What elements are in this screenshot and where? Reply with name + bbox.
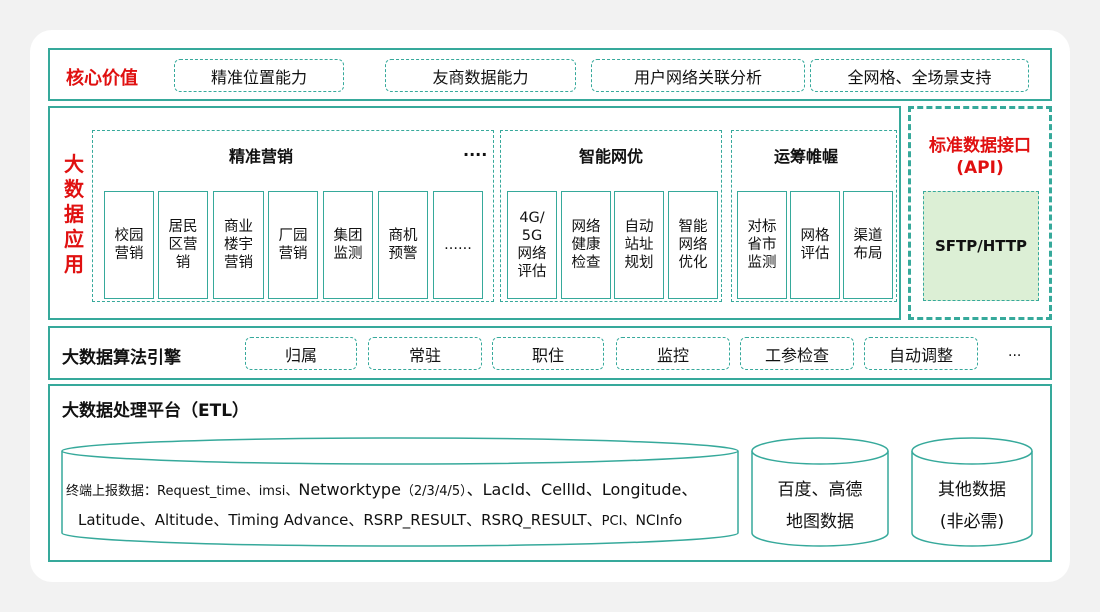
core-value-item: 全网格、全场景支持 [810, 59, 1029, 92]
algorithm-item: 工参检查 [740, 337, 854, 370]
app-cell: 网络 健康 检查 [561, 191, 611, 299]
core-value-item: 用户网络关联分析 [591, 59, 805, 92]
terminal-data-cylinder [61, 437, 739, 547]
group-title: 运筹帷幄 [774, 147, 839, 166]
terminal-data-fields: Request_time、imsi、 [157, 484, 299, 499]
app-cell: 厂园 营销 [268, 191, 318, 299]
terminal-data-line2-a: Latitude、Altitude、Timing Advance、RSRP_RE… [78, 511, 602, 529]
app-cell: 居民 区营 销 [158, 191, 208, 299]
app-cell: 渠道 布局 [843, 191, 893, 299]
other-data-label: 其他数据 (非必需) [938, 480, 1006, 532]
app-cell: 商机 预警 [378, 191, 428, 299]
core-value-item: 精准位置能力 [174, 59, 344, 92]
app-cell: ...... [433, 191, 483, 299]
group-strategic-planning: 运筹帷幄 对标 省市 监测 网格 评估 渠道 布局 [731, 130, 897, 302]
app-cell: 网格 评估 [790, 191, 840, 299]
api-section: 标准数据接口 (API) SFTP/HTTP [908, 106, 1052, 320]
algorithm-item: 常驻 [368, 337, 482, 370]
map-data-label: 百度、高德 地图数据 [777, 480, 863, 532]
algorithm-item: 归属 [245, 337, 357, 370]
algorithm-engine-row: 大数据算法引擎 归属 常驻 职住 监控 工参检查 自动调整 ... [48, 326, 1052, 380]
algorithm-more: ... [1008, 344, 1022, 360]
terminal-data-line2: Latitude、Altitude、Timing Advance、RSRP_RE… [78, 509, 738, 530]
algorithm-item: 职住 [492, 337, 604, 370]
terminal-data-net-values: （2/3/4/5） [400, 484, 467, 499]
big-data-app-title: 大 数 据 应 用 [64, 152, 84, 276]
terminal-data-prefix: 终端上报数据： [66, 484, 158, 499]
app-cell: 商业 楼宇 营销 [213, 191, 264, 299]
api-title: 标准数据接口 (API) [929, 136, 1031, 178]
etl-platform-section: 大数据处理平台（ETL） 终端上报数据：Request_time、imsi、Ne… [48, 384, 1052, 562]
core-value-row: 核心价值 精准位置能力 友商数据能力 用户网络关联分析 全网格、全场景支持 [48, 48, 1052, 101]
app-cell: 校园 营销 [104, 191, 154, 299]
terminal-data-network: Networktype [298, 480, 401, 499]
group-title: 智能网优 [579, 147, 644, 166]
algorithm-item: 监控 [616, 337, 730, 370]
terminal-data-line2-c: NCInfo [635, 513, 683, 529]
map-data-cylinder [751, 437, 889, 547]
api-protocol-box: SFTP/HTTP [923, 191, 1039, 301]
app-cell: 4G/ 5G 网络 评估 [507, 191, 557, 299]
core-value-title: 核心价值 [66, 68, 138, 89]
big-data-app-section: 大 数 据 应 用 精准营销 .... 校园 营销 居民 区营 销 商业 楼宇 … [48, 106, 901, 320]
group-precision-marketing: 精准营销 .... 校园 营销 居民 区营 销 商业 楼宇 营销 厂园 营销 集… [92, 130, 494, 302]
other-data-cylinder [911, 437, 1033, 547]
group-title: 精准营销 [229, 147, 294, 166]
algorithm-engine-title: 大数据算法引擎 [62, 348, 181, 368]
core-value-item: 友商数据能力 [385, 59, 576, 92]
terminal-data-rest: 、LacId、CellId、Longitude、 [466, 480, 698, 499]
terminal-data-line1: 终端上报数据：Request_time、imsi、Networktype（2/3… [66, 476, 738, 500]
terminal-data-line2-b: PCI、 [601, 514, 636, 529]
app-cell: 集团 监测 [323, 191, 373, 299]
app-cell: 自动 站址 规划 [614, 191, 664, 299]
algorithm-item: 自动调整 [864, 337, 978, 370]
app-cell: 智能 网络 优化 [668, 191, 718, 299]
group-intelligent-optimization: 智能网优 4G/ 5G 网络 评估 网络 健康 检查 自动 站址 规划 智能 网… [500, 130, 722, 302]
group-more: .... [463, 141, 488, 160]
etl-platform-title: 大数据处理平台（ETL） [62, 401, 250, 421]
app-cell: 对标 省市 监测 [737, 191, 787, 299]
